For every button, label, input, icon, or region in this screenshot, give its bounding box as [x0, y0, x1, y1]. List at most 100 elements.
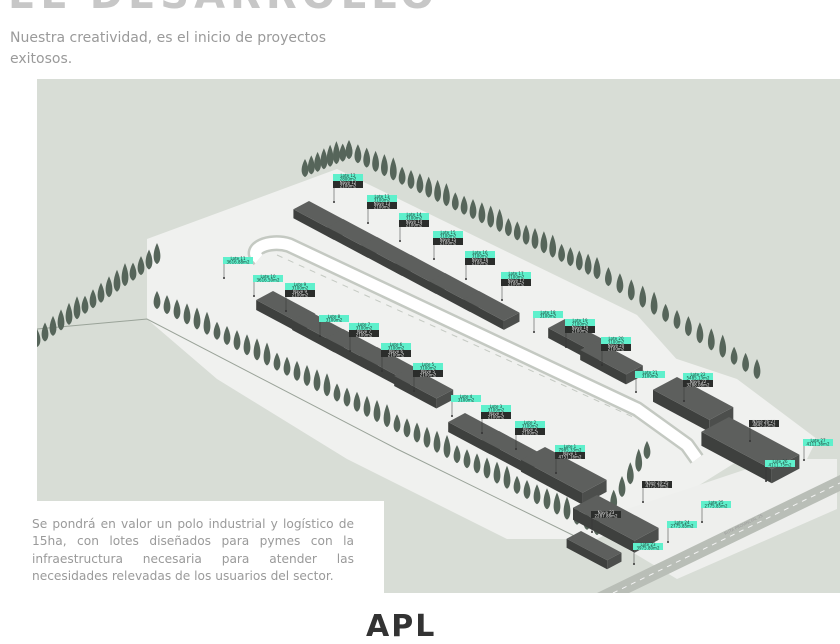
lote-name: Lote 22 [691, 372, 706, 377]
nave-area: 2100m2 [608, 346, 625, 351]
lote-tag [565, 319, 595, 326]
nave-name: Nave 19 [572, 325, 589, 330]
lote-area: 2800m2 [340, 176, 357, 181]
nave-area: 2100m2 [420, 372, 437, 377]
lote-name: Lote 10 [261, 274, 276, 279]
tree [163, 295, 171, 315]
lote-name: Lote 14 [407, 212, 422, 217]
warehouse-front [573, 507, 635, 553]
lote-area: 3100m2 [472, 253, 489, 258]
tree [493, 461, 501, 484]
tag-pin-dot [667, 541, 669, 543]
lote-area: 4111.75m2 [769, 462, 792, 467]
lote-tag [413, 363, 443, 370]
warehouse-roof [701, 417, 800, 470]
nave-name: Nave 16 [472, 257, 489, 262]
lote-name: Lote 21 [643, 370, 658, 375]
tree [354, 144, 362, 164]
tree [549, 234, 557, 258]
warehouse-front [361, 245, 402, 276]
warehouse-front [429, 281, 470, 312]
tree [89, 289, 97, 309]
lote-area: 3100m2 [388, 345, 405, 350]
warehouse-front [482, 440, 525, 473]
tree [145, 249, 153, 270]
nave-name: Nave 3 [489, 411, 504, 416]
tree [540, 231, 548, 254]
nave-area: 2100m2 [508, 281, 525, 286]
tree [49, 315, 57, 336]
tree [121, 263, 129, 287]
tree [443, 183, 450, 207]
page-title: EL DESARROLLO [8, 0, 439, 18]
lote-name: Lote 6 [390, 342, 403, 347]
tree [593, 261, 601, 279]
tree [719, 334, 727, 358]
lote-name: Lote 1 [564, 444, 577, 449]
lote-tag [515, 421, 545, 428]
lote-area: 3100m2 [326, 317, 343, 322]
nave-name: Nave 24-25 [645, 480, 669, 485]
warehouse-front [580, 350, 626, 385]
nave-tag [565, 326, 595, 333]
nave-name: Nave 22 [690, 379, 707, 384]
lote-tag [601, 337, 631, 344]
tag-pin-dot [565, 346, 567, 348]
lote-name: Lote 20 [609, 336, 624, 341]
nave-tag [349, 330, 379, 337]
tag-pin-dot [399, 240, 401, 242]
tree [373, 400, 381, 422]
tree [567, 247, 574, 267]
tree [469, 199, 477, 219]
tree [531, 228, 539, 249]
nave-tag [413, 370, 443, 377]
tag-pin-dot [635, 391, 637, 393]
tree [433, 430, 441, 453]
nave-name: Nave 17 [508, 278, 525, 283]
tree [742, 352, 749, 372]
warehouse-roof [580, 341, 643, 375]
tree [345, 141, 353, 159]
tree [707, 328, 715, 351]
tree [57, 309, 65, 331]
warehouse-roof [566, 531, 622, 561]
lote-area: 2775.85m2 [671, 523, 694, 528]
nave-tag [381, 350, 411, 357]
warehouse-front [394, 376, 437, 409]
tree [522, 224, 530, 245]
nave-tag [642, 481, 672, 488]
lote-area: 3100m2 [642, 373, 659, 378]
internal-road [247, 235, 704, 464]
nave-tag [367, 202, 397, 209]
lote-name: Lote 13 [375, 194, 390, 199]
tree [639, 285, 647, 308]
tree [403, 418, 411, 438]
nave-area: 3288.08m2 [687, 382, 710, 387]
lote-area: 3100m2 [374, 197, 391, 202]
tree [313, 369, 321, 392]
warehouse-front [448, 422, 491, 455]
tag-pin-dot [591, 531, 593, 533]
nave-tag [515, 428, 545, 435]
tree [323, 373, 331, 397]
tree [407, 170, 415, 189]
tree [505, 218, 512, 237]
nave-name: Nave 13 [374, 201, 391, 206]
tree [543, 488, 551, 510]
warehouse-front [463, 299, 504, 330]
tag-pin-dot [749, 440, 751, 442]
tag-pin-dot [451, 415, 453, 417]
nave-area: 2100m2 [406, 222, 423, 227]
tree [263, 342, 271, 366]
tag-pin-dot [683, 400, 685, 402]
